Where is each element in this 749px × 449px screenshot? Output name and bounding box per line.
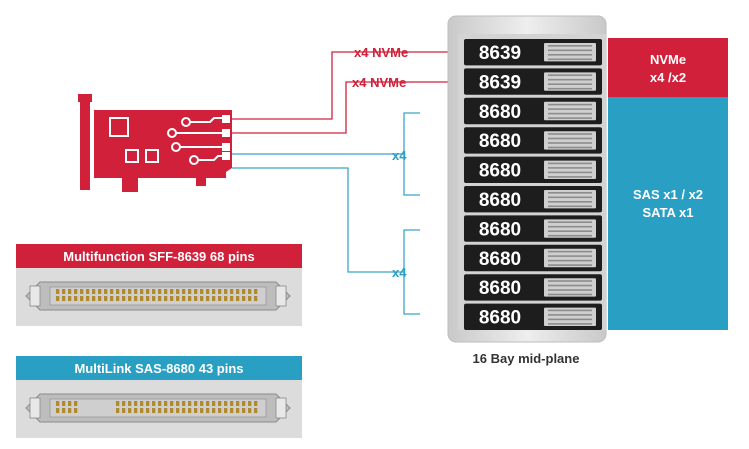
sas8680-connector-icon [16,380,302,438]
drive-latch-icon [544,131,596,150]
sas-panel [608,97,728,330]
drive-latch-icon [544,43,596,62]
drive-latch-icon [544,278,596,297]
pcie-card-icon [78,94,232,192]
sas8680-label: MultiLink SAS-8680 43 pins [74,361,243,376]
drive-bay-label: 8680 [479,308,521,329]
drive-bay: 8680 [464,186,602,213]
sff8639-connector-icon [16,268,302,326]
drive-bay: 8680 [464,244,602,272]
sas-link-2-label: x4 [392,265,407,280]
nvme-panel-line1: NVMe [650,52,686,67]
drive-latch-icon [544,248,596,268]
sas-link-2 [232,167,420,315]
sff8639-label: Multifunction SFF-8639 68 pins [63,249,254,264]
drive-latch-icon [544,72,596,91]
drive-bay-label: 8680 [479,161,521,182]
drive-latch-icon [544,101,596,121]
drive-bay: 8680 [464,274,602,301]
drive-bay-label: 8680 [479,249,521,270]
nvme-link-1 [232,51,460,120]
drive-latch-icon [544,160,596,179]
nvme-panel [608,38,728,97]
drive-bay-label: 8680 [479,102,521,123]
nvme-link-2 [232,81,460,134]
sas-panel-line2: SATA x1 [642,205,693,220]
drive-bay: 8680 [464,97,602,125]
sff8639-header [16,244,302,268]
chassis-caption: 16 Bay mid-plane [473,351,580,366]
drive-bay-label: 8639 [479,43,521,64]
drive-bay-label: 8680 [479,131,521,152]
drive-bays: 8639 8639 8680 8680 8680 8680 8680 8680 8680 8680 [464,39,602,330]
drive-bay: 8639 [464,39,602,66]
drive-latch-icon [544,219,596,238]
drive-bay: 8680 [464,156,602,183]
drive-bay-label: 8680 [479,190,521,211]
drive-bay-label: 8680 [479,219,521,240]
sas-panel-line1: SAS x1 / x2 [633,187,703,202]
sas8680-header [16,356,302,380]
drive-bay-label: 8680 [479,278,521,299]
nvme-link-2-label: x4 NVMe [352,75,406,90]
drive-bay: 8639 [464,68,602,95]
drive-bay: 8680 [464,303,602,330]
nvme-panel-line2: x4 /x2 [650,70,686,85]
nvme-link-1-label: x4 NVMe [354,45,408,60]
drive-bay: 8680 [464,127,602,154]
drive-bay-label: 8639 [479,72,521,93]
sas-link-1 [232,112,420,196]
drive-latch-icon [544,190,596,209]
drive-latch-icon [544,307,596,326]
drive-bay: 8680 [464,215,602,242]
sas-link-1-label: x4 [392,148,407,163]
